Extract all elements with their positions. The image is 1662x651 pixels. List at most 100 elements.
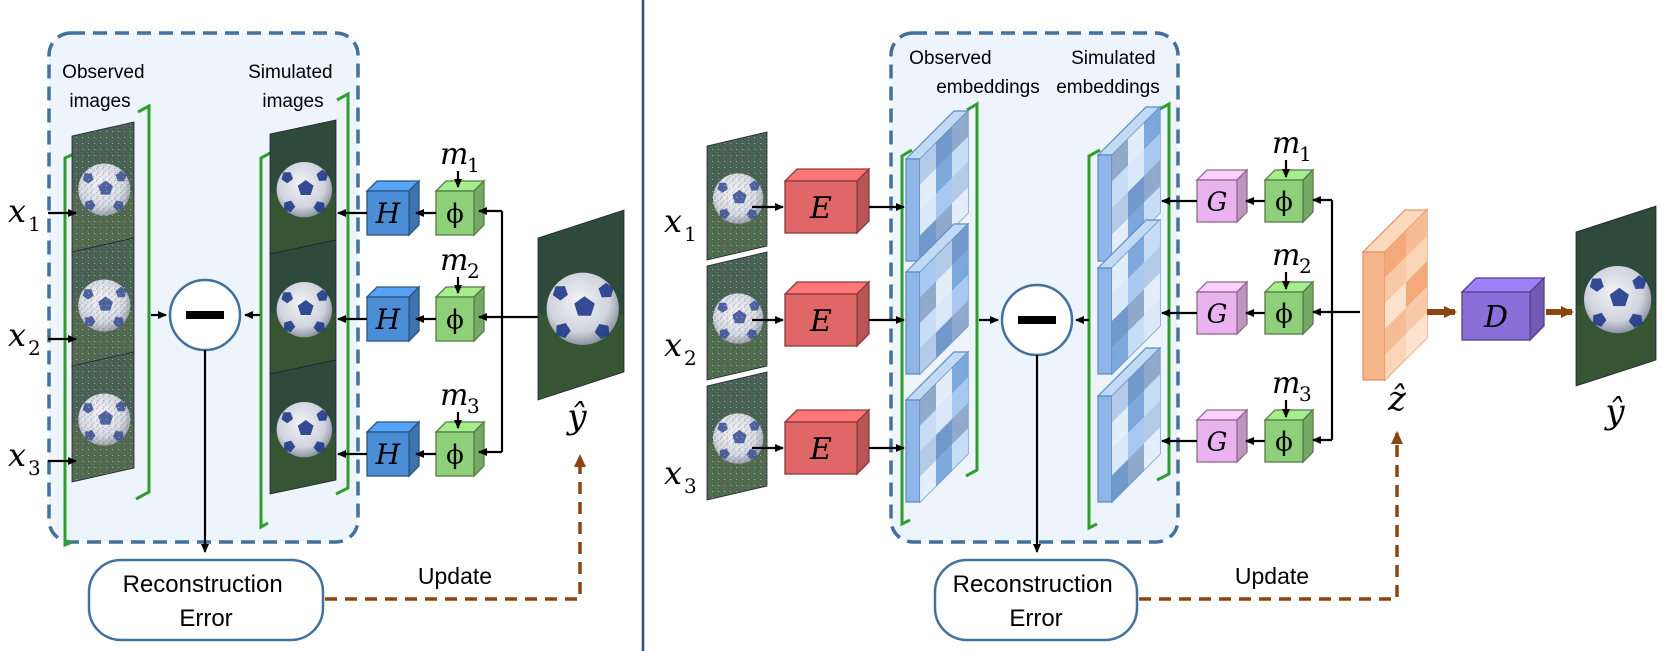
right-input-x3: x 3 <box>664 454 697 498</box>
right-E-block-3: E <box>783 408 871 476</box>
left-minus-sign <box>186 311 224 319</box>
right-simulated-embedding-2 <box>1096 218 1162 376</box>
svg-text:1: 1 <box>1299 142 1312 166</box>
left-simulated-images <box>269 119 337 495</box>
right-D-cube: D <box>1460 276 1546 342</box>
svg-text:m: m <box>440 378 468 413</box>
right-observed-bracket-left <box>900 148 913 527</box>
svg-text:1: 1 <box>684 222 697 246</box>
left-mask-label-3: m3 <box>440 378 480 418</box>
left-update-arrow <box>325 454 586 601</box>
svg-text:x: x <box>8 436 26 474</box>
right-panel: Observed embeddings Simulated embeddings… <box>664 31 1657 642</box>
svg-text:3: 3 <box>467 394 480 418</box>
left-input-x3: x 3 <box>8 436 41 480</box>
left-simulated-label: Simulated images <box>248 62 338 112</box>
svg-text:m: m <box>440 137 468 172</box>
left-observed-bracket-left <box>63 150 79 548</box>
right-simulated-bracket-left <box>1087 148 1101 531</box>
right-observed-bracket-right <box>965 101 979 478</box>
right-mask-label-2: m2 <box>1272 238 1312 278</box>
right-observed-embedding-3 <box>904 350 970 504</box>
svg-text:m: m <box>1272 366 1300 401</box>
svg-text:x: x <box>664 454 682 492</box>
left-observed-images <box>71 121 135 483</box>
right-phi-block-1: ϕ <box>1263 168 1315 224</box>
right-mask-label-3: m3 <box>1272 366 1312 406</box>
right-G-block-2: G <box>1195 280 1249 336</box>
left-input-x2: x 2 <box>8 316 41 360</box>
right-simulated-label: Simulated embeddings <box>1056 48 1161 98</box>
left-H-block-2: H <box>365 285 421 343</box>
right-simulated-embedding-1 <box>1096 105 1162 263</box>
svg-text:2: 2 <box>28 336 41 360</box>
left-observed-image-2 <box>71 237 135 369</box>
svg-text:ϕ: ϕ <box>1275 299 1293 329</box>
right-phi-block-2: ϕ <box>1263 280 1315 336</box>
right-simulated-bracket-right <box>1156 101 1171 482</box>
right-E-block-1: E <box>783 167 871 235</box>
right-error-box <box>933 558 1139 642</box>
right-output-label: ŷ <box>1603 392 1625 432</box>
svg-text:x: x <box>8 316 26 354</box>
left-mask-label-2: m2 <box>440 243 480 283</box>
right-decoder-block: D <box>1460 276 1546 342</box>
right-input-x2: x 2 <box>664 326 697 370</box>
left-error-label: Reconstruction Error <box>123 571 290 632</box>
svg-text:E: E <box>809 304 832 339</box>
right-observed-embedding-1 <box>904 109 970 263</box>
right-E-block-2: E <box>783 280 871 348</box>
svg-text:x: x <box>664 326 682 364</box>
right-input-image-1 <box>706 131 768 261</box>
svg-text:x: x <box>664 202 682 240</box>
left-phi-block-1: ϕ <box>434 179 486 237</box>
svg-text:m: m <box>440 243 468 278</box>
right-observed-embedding-2 <box>904 222 970 376</box>
right-error-label: Reconstruction Error <box>953 571 1120 632</box>
svg-text:x: x <box>8 192 26 230</box>
left-observed-image-3 <box>71 351 135 483</box>
right-phi-block-3: ϕ <box>1263 408 1315 464</box>
right-minus-sign <box>1018 316 1056 324</box>
right-output-ball <box>1575 205 1657 387</box>
svg-text:E: E <box>809 432 832 467</box>
svg-text:H: H <box>375 197 401 230</box>
left-input-x1: x 1 <box>8 192 41 236</box>
left-output-image <box>537 209 625 401</box>
svg-text:ϕ: ϕ <box>446 305 464 335</box>
svg-text:G: G <box>1207 299 1228 329</box>
svg-text:2: 2 <box>1299 254 1312 278</box>
svg-text:G: G <box>1207 187 1228 217</box>
left-simulated-image-3 <box>269 359 337 495</box>
right-latent-label: ẑ <box>1387 379 1407 419</box>
right-input-images <box>706 131 768 501</box>
svg-text:ϕ: ϕ <box>1275 427 1293 457</box>
svg-text:3: 3 <box>28 456 41 480</box>
left-mask-label-1: m1 <box>440 137 480 177</box>
left-simulated-image-2 <box>269 239 337 375</box>
left-output-label: ŷ <box>565 397 587 437</box>
svg-text:H: H <box>375 303 401 336</box>
svg-text:3: 3 <box>1299 382 1312 406</box>
svg-text:H: H <box>375 438 401 471</box>
right-update-arrow <box>1139 431 1403 601</box>
left-error-box <box>87 558 325 642</box>
left-H-block-1: H <box>365 179 421 237</box>
left-simulated-image-1 <box>269 119 337 255</box>
right-mask-label-1: m1 <box>1272 126 1312 166</box>
svg-text:E: E <box>809 191 832 226</box>
left-output-ball <box>537 209 625 401</box>
left-phi-block-2: ϕ <box>434 285 486 343</box>
right-observed-label: Observed embeddings <box>909 48 1040 98</box>
svg-text:ϕ: ϕ <box>446 199 464 229</box>
right-G-block-1: G <box>1195 168 1249 224</box>
svg-text:1: 1 <box>28 212 41 236</box>
svg-text:m: m <box>1272 126 1300 161</box>
svg-text:ϕ: ϕ <box>1275 187 1293 217</box>
left-simulated-bracket-right <box>335 91 350 496</box>
svg-text:G: G <box>1207 427 1228 457</box>
right-G-block-3: G <box>1195 408 1249 464</box>
right-input-image-3 <box>706 371 768 501</box>
right-update-label: Update <box>1235 563 1309 589</box>
